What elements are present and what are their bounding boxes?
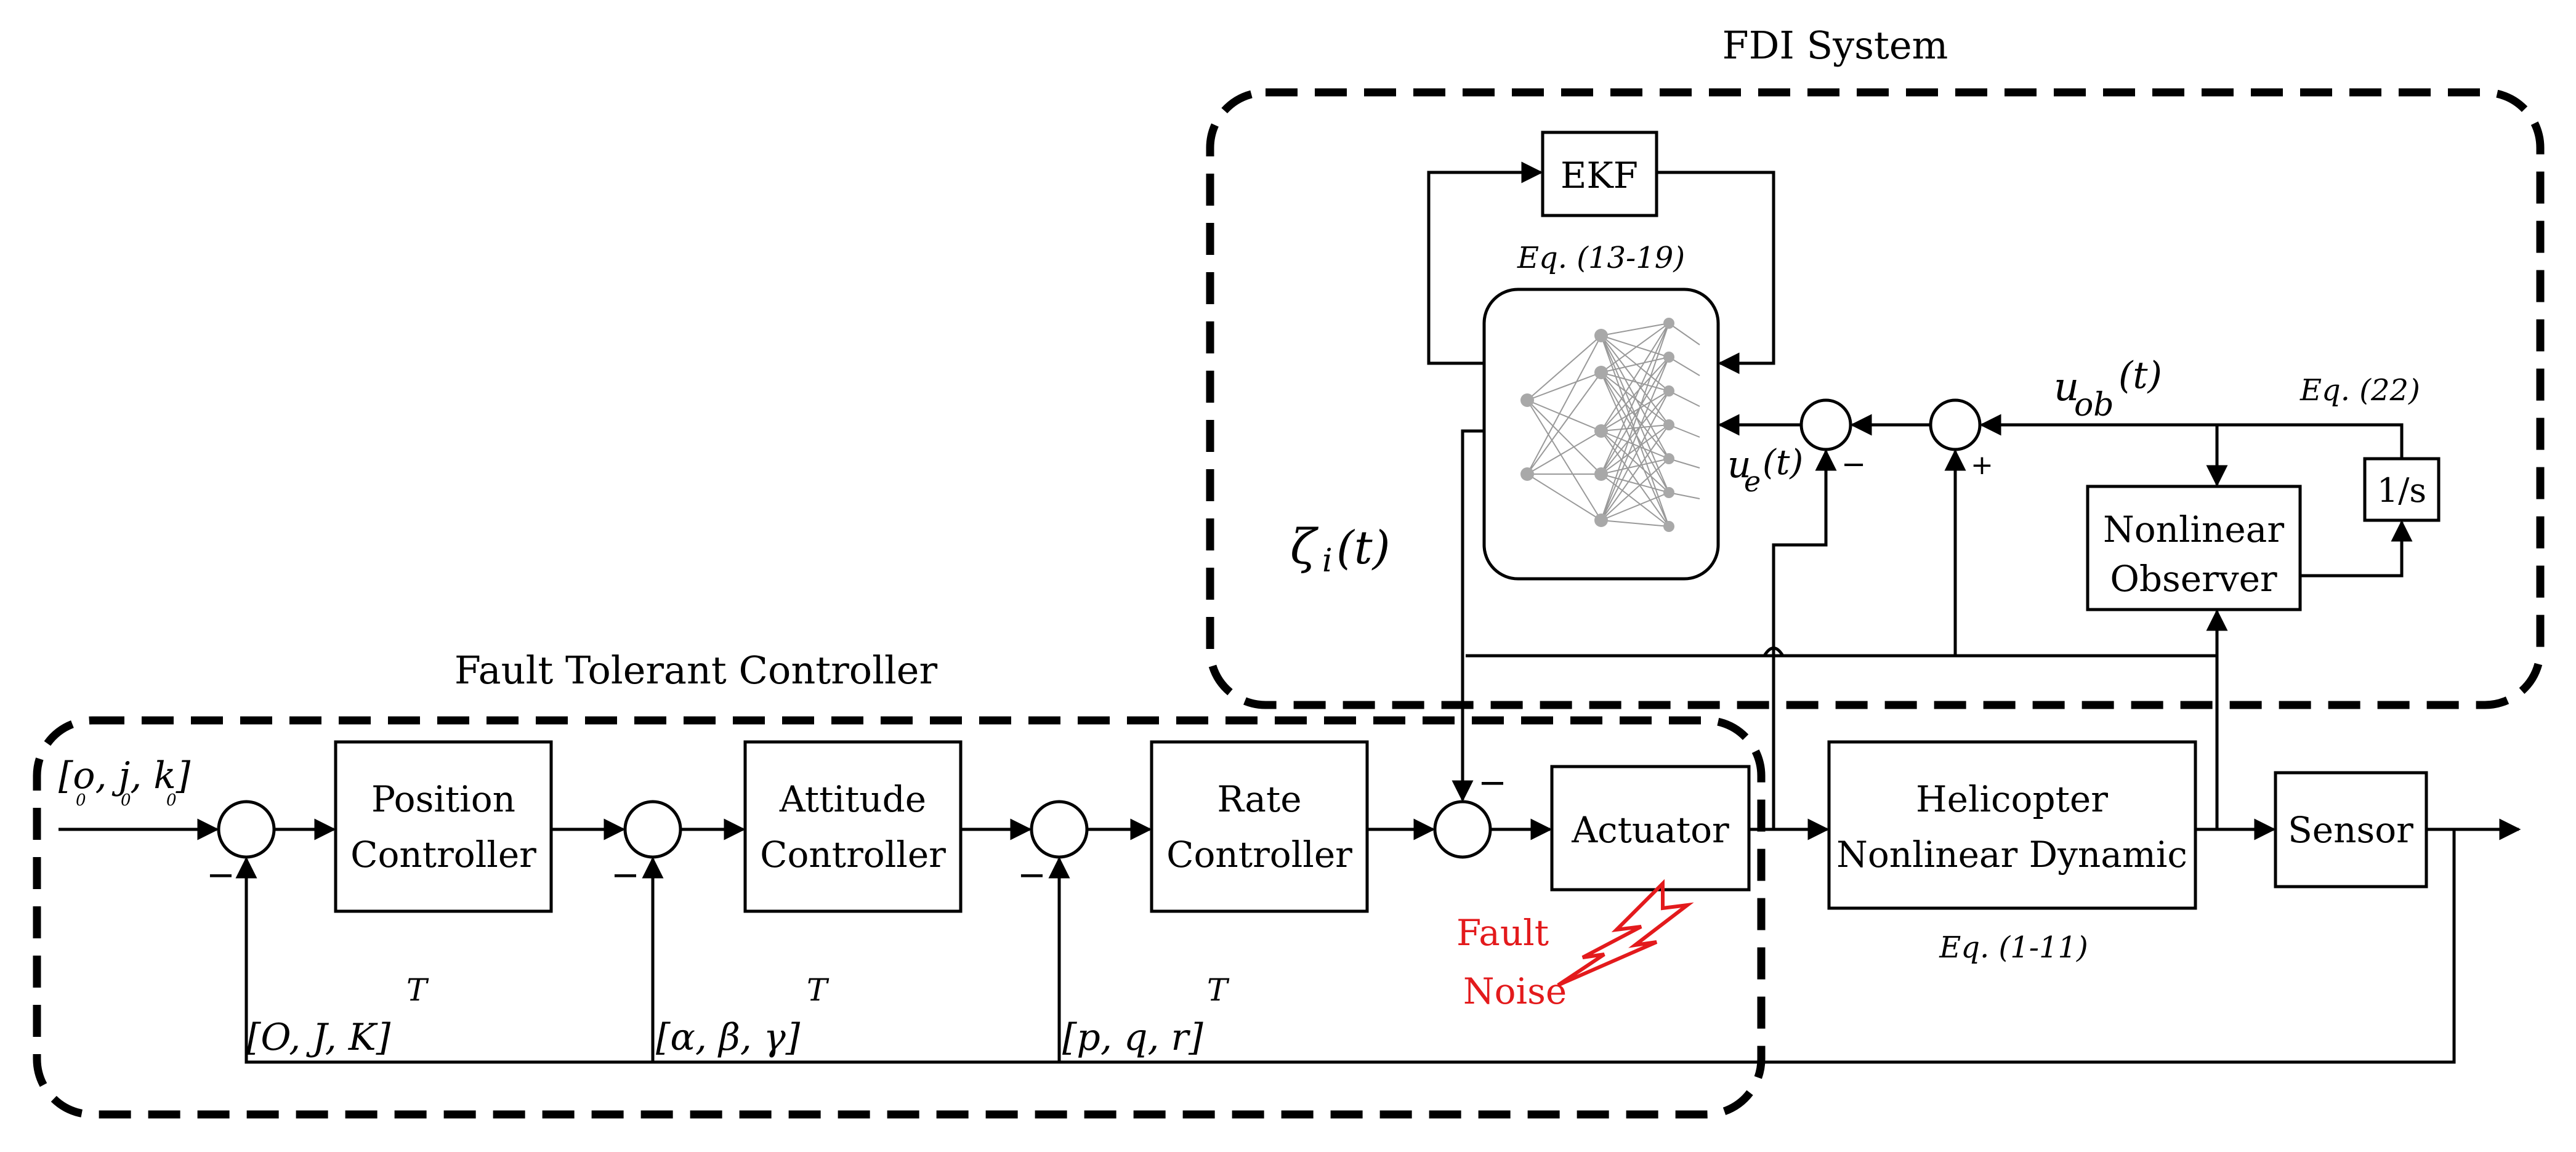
fault-lightning-icon <box>1557 879 1694 987</box>
fault-tolerant-controller-boundary <box>33 716 1766 1119</box>
fdi-system-boundary <box>1206 88 2545 709</box>
svg-text:[O, J, K]: [O, J, K] <box>246 1016 391 1059</box>
u-ob-signal-label: u ob (t) <box>2054 354 2162 424</box>
svg-text:i: i <box>1322 542 1333 579</box>
svg-text:ζ: ζ <box>1290 520 1319 575</box>
eq-helicopter: Eq. (1-11) <box>1939 930 2088 965</box>
svg-text:0: 0 <box>166 791 177 810</box>
svg-text:Fault: Fault <box>1456 912 1549 954</box>
eq-neural-network: Eq. (13-19) <box>1517 241 1685 275</box>
feedback-position-label: [O, J, K] T <box>246 972 429 1059</box>
position-controller-label-line1: Position <box>371 778 515 820</box>
minus-sign-position: − <box>206 855 235 895</box>
svg-text:[o, j, k]: [o, j, k] <box>59 754 191 797</box>
feedback-attitude-label: [α, β, γ] T <box>656 972 830 1059</box>
sum-junction-error-1 <box>1799 398 1852 451</box>
sum-junction-attitude <box>623 800 682 859</box>
rate-controller-label-line2: Controller <box>1166 834 1352 876</box>
attitude-controller-label-line1: Attitude <box>779 778 926 820</box>
ekf-label: EKF <box>1561 155 1638 196</box>
sum-junction-rate <box>1030 800 1089 859</box>
svg-text:T: T <box>406 972 429 1008</box>
svg-text:ob: ob <box>2074 387 2114 424</box>
svg-text:T: T <box>807 972 830 1008</box>
neural-network-block[interactable] <box>1482 288 1720 581</box>
attitude-controller-block[interactable] <box>743 740 963 913</box>
minus-sign-attitude: − <box>611 855 640 895</box>
svg-text:(t): (t) <box>1762 443 1803 483</box>
neural-network-icon <box>1520 318 1700 532</box>
helicopter-dynamic-block[interactable] <box>1827 740 2197 910</box>
svg-text:u: u <box>1727 443 1751 486</box>
helicopter-label-line2: Nonlinear Dynamic <box>1836 834 2187 876</box>
sum-junction-fault-correction <box>1433 800 1492 859</box>
fault-tolerant-controller-title: Fault Tolerant Controller <box>454 648 938 693</box>
minus-sign-rate: − <box>1017 855 1046 895</box>
rate-controller-label-line1: Rate <box>1217 778 1301 820</box>
u-e-signal-label: u e (t) <box>1727 443 1803 498</box>
reference-input-label: [o, j, k] 0 0 0 <box>59 754 191 810</box>
attitude-controller-label-line2: Controller <box>760 834 946 876</box>
position-controller-label-line2: Controller <box>350 834 536 876</box>
nonlinear-observer-block[interactable] <box>2086 485 2302 611</box>
svg-text:u: u <box>2054 365 2079 410</box>
zeta-signal-label: ζ i (t) <box>1290 520 1390 579</box>
svg-text:0: 0 <box>76 791 86 810</box>
svg-text:e: e <box>1744 465 1761 498</box>
integrator-block[interactable] <box>2363 457 2441 522</box>
svg-text:(t): (t) <box>1336 522 1390 574</box>
observer-label-line2: Observer <box>2110 558 2277 600</box>
fdi-system-title: FDI System <box>1722 23 1948 68</box>
position-controller-block[interactable] <box>334 740 553 913</box>
minus-sign-error-1: − <box>1841 447 1866 481</box>
svg-text:[p, q, r]: [p, q, r] <box>1062 1016 1203 1059</box>
svg-text:(t): (t) <box>2118 354 2162 397</box>
plus-sign-error-2: + <box>1971 449 1993 481</box>
svg-text:[α, β, γ]: [α, β, γ] <box>656 1016 801 1059</box>
svg-text:T: T <box>1207 972 1230 1008</box>
ekf-block[interactable] <box>1541 131 1658 217</box>
eq-observer: Eq. (22) <box>2299 373 2420 408</box>
fault-noise-label: Fault Noise <box>1456 912 1567 1012</box>
rate-controller-block[interactable] <box>1150 740 1369 913</box>
integrator-label: 1/s <box>2377 471 2426 510</box>
feedback-rate-label: [p, q, r] T <box>1062 972 1230 1059</box>
helicopter-label-line1: Helicopter <box>1916 778 2108 820</box>
sum-junction-position <box>217 800 276 859</box>
observer-label-line1: Nonlinear <box>2103 509 2284 550</box>
minus-sign-fault-correction: − <box>1478 763 1507 803</box>
svg-text:Noise: Noise <box>1463 970 1567 1012</box>
sum-junction-error-2 <box>1929 398 1982 451</box>
sensor-label: Sensor <box>2288 809 2413 851</box>
actuator-label: Actuator <box>1571 809 1729 851</box>
svg-text:0: 0 <box>121 791 131 810</box>
